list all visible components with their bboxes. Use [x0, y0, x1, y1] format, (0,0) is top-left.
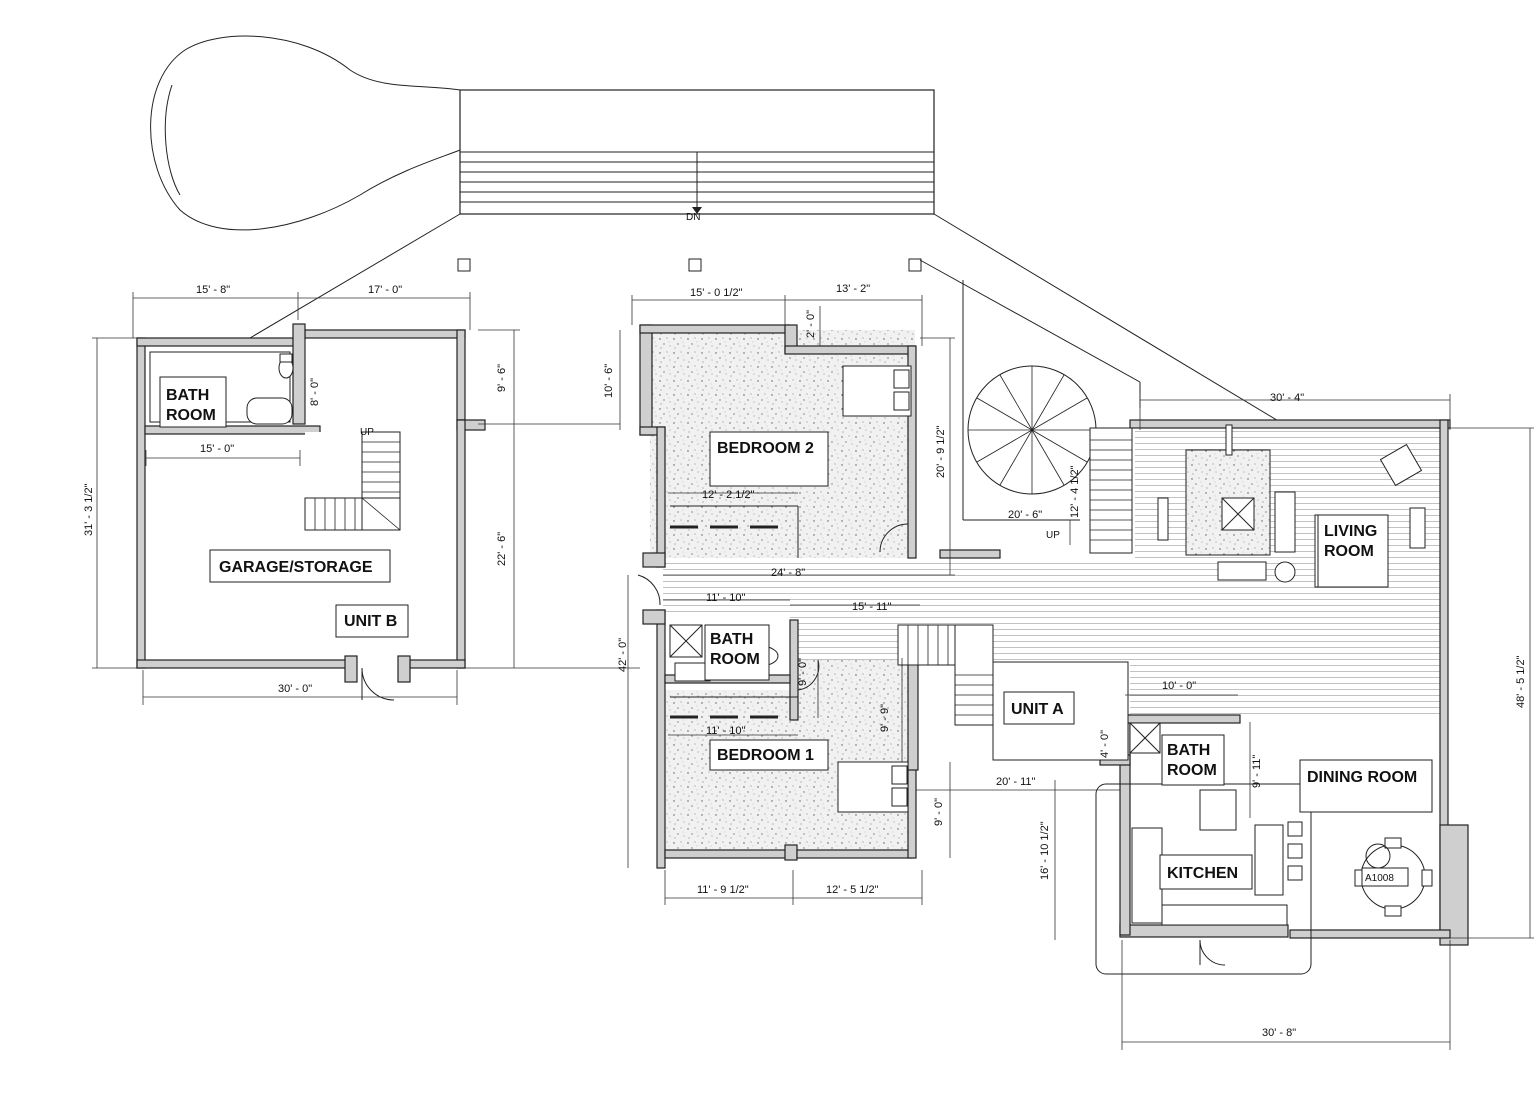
section-tag: A1008	[1365, 873, 1394, 884]
dimension-texts: 15' - 8" 17' - 0" 31' - 3 1/2" 8' - 0" 1…	[83, 283, 1527, 1039]
dim-30-4: 30' - 4"	[1270, 392, 1304, 404]
kitchen-dining	[1095, 722, 1433, 975]
dim-30-8: 30' - 8"	[1262, 1027, 1296, 1039]
dim-9-9: 9' - 9"	[879, 704, 891, 732]
stair-up-label: UP	[1046, 530, 1060, 541]
dim-15-11: 15' - 11"	[852, 601, 892, 613]
dim-11-9: 11' - 9 1/2"	[697, 884, 749, 896]
bath-k-label-1: BATH	[1167, 742, 1210, 759]
unit-b-bath-label-2: ROOM	[166, 407, 216, 424]
dim-9-0-b: 9' - 0"	[933, 798, 945, 826]
dim-22-6: 22' - 6"	[496, 532, 508, 566]
dim-42-0: 42' - 0"	[617, 638, 629, 672]
dim-11-10-a: 11' - 10"	[706, 592, 746, 604]
bath-a-label-2: ROOM	[710, 651, 760, 668]
dim-12-4: 12' - 4 1/2"	[1069, 465, 1081, 518]
dim-20-11: 20' - 11"	[996, 776, 1036, 788]
dining-room-label: DINING ROOM	[1307, 769, 1417, 786]
bath-a-label-1: BATH	[710, 631, 753, 648]
main-stair: UP	[1046, 427, 1133, 554]
dim-9-6: 9' - 6"	[496, 364, 508, 392]
garage-up-label: UP	[360, 427, 374, 438]
dim-24-8: 24' - 8"	[771, 567, 805, 579]
unit-b-label: UNIT B	[344, 613, 397, 630]
dim-31-3: 31' - 3 1/2"	[83, 483, 95, 536]
garage-stair: UP	[304, 427, 401, 532]
dim-2-0: 2' - 0"	[805, 310, 817, 338]
dim-9-11: 9' - 11"	[1251, 755, 1263, 788]
bedroom-2-label: BEDROOM 2	[717, 440, 814, 457]
unit-b: UP	[136, 323, 486, 701]
unit-a-building	[637, 324, 1469, 946]
dim-48-5: 48' - 5 1/2"	[1515, 655, 1527, 708]
dim-8-0: 8' - 0"	[309, 378, 321, 406]
unit-b-bath-label-1: BATH	[166, 387, 209, 404]
dn-label: DN	[686, 212, 700, 223]
dim-16-10: 16' - 10 1/2"	[1039, 821, 1051, 880]
dim-20-6: 20' - 6"	[1008, 509, 1042, 521]
dim-12-2: 12' - 2 1/2"	[702, 489, 755, 501]
spiral-stair	[962, 280, 1097, 521]
dim-12-5: 12' - 5 1/2"	[826, 884, 879, 896]
dim-10-0: 10' - 0"	[1162, 680, 1196, 692]
dim-15-0-half: 15' - 0 1/2"	[690, 287, 743, 299]
dim-13-2: 13' - 2"	[836, 283, 870, 295]
dim-17-0: 17' - 0"	[368, 284, 402, 296]
dim-4-0: 4' - 0"	[1099, 730, 1111, 758]
dim-11-10-b: 11' - 10"	[706, 725, 746, 737]
living-room-label-1: LIVING	[1324, 523, 1377, 540]
dim-15-8: 15' - 8"	[196, 284, 230, 296]
pool-deck: DN	[150, 35, 1291, 429]
dim-9-0-a: 9' - 0"	[797, 658, 809, 686]
dim-10-6: 10' - 6"	[603, 364, 615, 398]
bath-k-label-2: ROOM	[1167, 762, 1217, 779]
dim-20-9: 20' - 9 1/2"	[935, 425, 947, 478]
living-room-label-2: ROOM	[1324, 543, 1374, 560]
dim-15-0: 15' - 0"	[200, 443, 234, 455]
kitchen-label: KITCHEN	[1167, 865, 1238, 882]
dim-30-0: 30' - 0"	[278, 683, 312, 695]
garage-storage-label: GARAGE/STORAGE	[219, 559, 373, 576]
bedroom-1-label: BEDROOM 1	[717, 747, 814, 764]
dimension-lines	[92, 292, 1534, 1050]
room-labels: BATH ROOM GARAGE/STORAGE UNIT B BEDROOM …	[159, 376, 1433, 890]
unit-a-label: UNIT A	[1011, 701, 1064, 718]
